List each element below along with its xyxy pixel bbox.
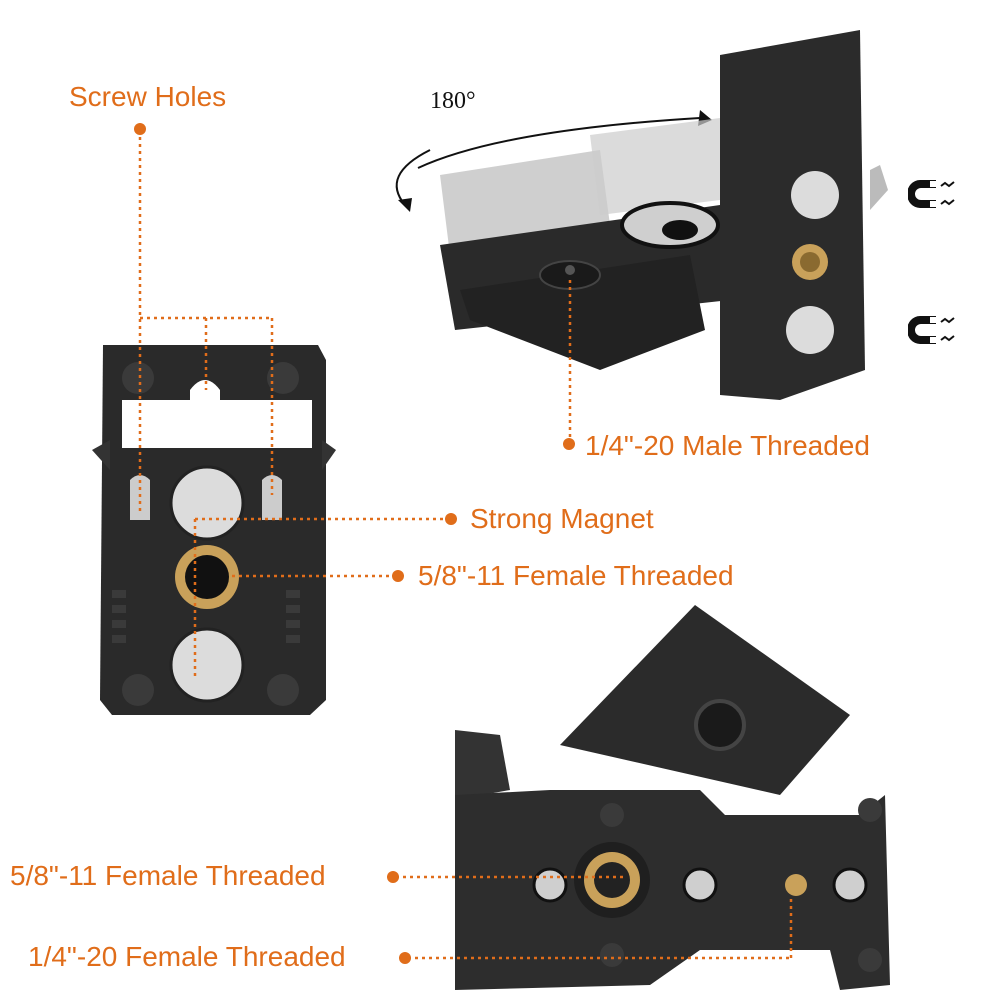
strong-magnet-label: Strong Magnet: [470, 503, 654, 534]
callout-dots: [134, 123, 575, 964]
screw-holes-label: Screw Holes: [69, 81, 227, 112]
female-58-right-label: 5/8"-11 Female Threaded: [418, 560, 734, 591]
bottom-view-product: [455, 605, 890, 990]
magnet-icon: [908, 316, 955, 344]
callout-lines: [138, 130, 793, 960]
rotation-label: 180°: [430, 88, 476, 114]
male-threaded-label: 1/4"-20 Male Threaded: [585, 430, 870, 461]
front-view-product: [92, 345, 336, 715]
rotating-base-product: [440, 0, 888, 400]
female-14-label: 1/4"-20 Female Threaded: [28, 941, 346, 972]
female-58-left-label: 5/8"-11 Female Threaded: [10, 860, 326, 891]
magnet-icon: [908, 180, 955, 208]
